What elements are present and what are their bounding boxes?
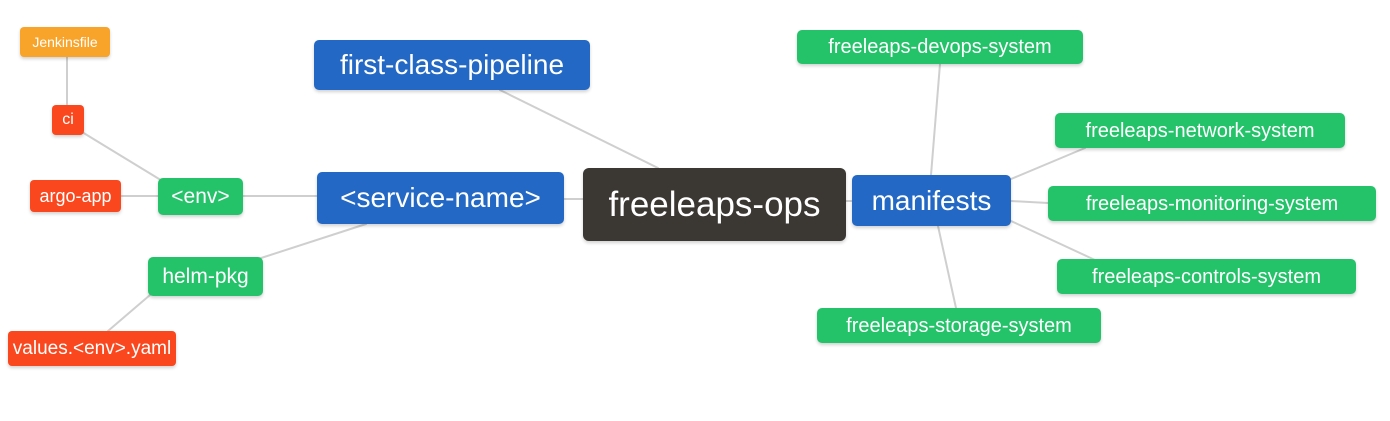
edge-ci-env: [81, 131, 165, 183]
edge-helm-pkg-service-name: [257, 223, 367, 260]
node-values-env-yaml[interactable]: values.<env>.yaml: [8, 331, 176, 366]
node-freeleaps-ops-root[interactable]: freeleaps-ops: [583, 168, 846, 241]
node-freeleaps-monitoring-system[interactable]: freeleaps-monitoring-system: [1048, 186, 1376, 221]
node-ci[interactable]: ci: [52, 105, 84, 135]
edge-manifests-monitoring: [1010, 200, 1049, 204]
node-argo-app[interactable]: argo-app: [30, 180, 121, 212]
edge-manifests-storage: [937, 225, 957, 309]
edge-manifests-controls: [1010, 220, 1096, 261]
edge-devops-manifests: [930, 63, 941, 176]
edge-manifests-network: [1010, 147, 1086, 180]
node-service-name[interactable]: <service-name>: [317, 172, 564, 224]
edge-pipeline-root: [499, 89, 659, 169]
node-freeleaps-network-system[interactable]: freeleaps-network-system: [1055, 113, 1345, 148]
node-helm-pkg[interactable]: helm-pkg: [148, 257, 263, 296]
node-freeleaps-devops-system[interactable]: freeleaps-devops-system: [797, 30, 1083, 64]
node-env[interactable]: <env>: [158, 178, 243, 215]
node-jenkinsfile[interactable]: Jenkinsfile: [20, 27, 110, 57]
node-freeleaps-storage-system[interactable]: freeleaps-storage-system: [817, 308, 1101, 343]
node-freeleaps-controls-system[interactable]: freeleaps-controls-system: [1057, 259, 1356, 294]
node-manifests[interactable]: manifests: [852, 175, 1011, 226]
edge-values-helm-pkg: [107, 294, 151, 332]
node-first-class-pipeline[interactable]: first-class-pipeline: [314, 40, 590, 90]
